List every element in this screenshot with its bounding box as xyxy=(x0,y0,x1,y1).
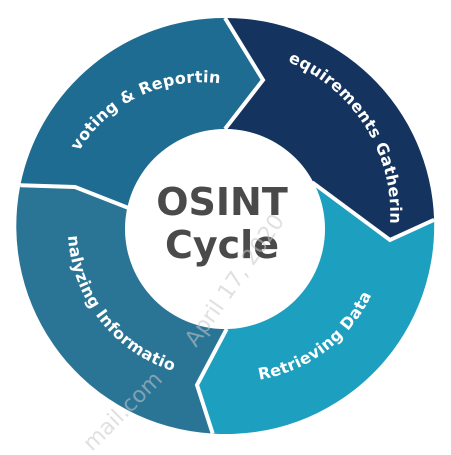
segment-divider xyxy=(20,183,130,210)
center-title-line1: OSINT xyxy=(156,180,288,224)
segment-analyzing-information xyxy=(16,185,227,434)
segment-divider xyxy=(194,327,229,435)
segment-pivoting-reporting xyxy=(20,17,263,208)
segment-retrieving-data xyxy=(197,182,435,435)
center-title-line2: Cycle xyxy=(165,223,279,267)
center-circle xyxy=(125,129,325,329)
segment-divider xyxy=(223,16,266,131)
segment-divider xyxy=(311,180,435,243)
segment-requirements-gathering xyxy=(225,17,435,241)
